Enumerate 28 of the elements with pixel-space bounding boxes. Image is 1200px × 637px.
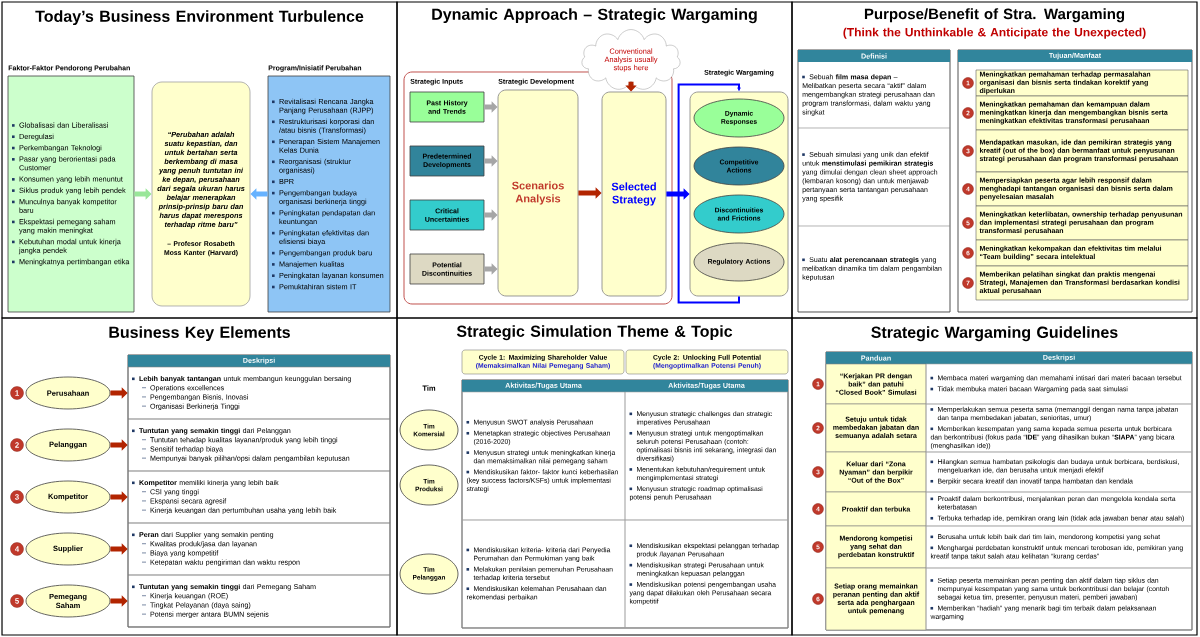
panel-title: Strategic Simulation Theme & Topic	[456, 325, 733, 341]
cycle-box	[461, 349, 625, 375]
panel-title: Strategic Wargaming Guidelines	[871, 326, 1118, 342]
table-cell	[925, 525, 1193, 569]
table-cell	[925, 451, 1193, 493]
table-cell	[925, 567, 1193, 631]
table-row	[127, 470, 391, 524]
table-cell	[624, 519, 789, 629]
table-row	[127, 522, 391, 576]
table-cell	[624, 391, 789, 521]
table-cell	[461, 519, 626, 629]
table-row	[127, 574, 391, 628]
panel-title: Today’s Business Environment Turbulence	[35, 10, 364, 26]
panel-title: Dynamic Approach – Strategic Wargaming	[432, 8, 757, 24]
quote-box	[151, 81, 251, 307]
strategy-box: Scenarios Analysis	[497, 89, 579, 297]
table-row	[127, 418, 391, 472]
table-cell	[925, 491, 1193, 527]
cycle-box	[625, 349, 789, 375]
panel-subtitle: (Think the Unthinkable & Anticipate the Unexpected)	[843, 27, 1146, 39]
panel-title: Business Key Elements	[109, 326, 290, 342]
arrow	[677, 83, 741, 304]
table-cell	[925, 403, 1193, 453]
strategy-box: Selected Strategy	[601, 91, 667, 297]
table-cell	[925, 363, 1193, 405]
table-row	[127, 366, 391, 420]
panel-title: Purpose/Benefit of Stra. Wargaming	[864, 8, 1125, 23]
table-cell	[461, 391, 626, 521]
